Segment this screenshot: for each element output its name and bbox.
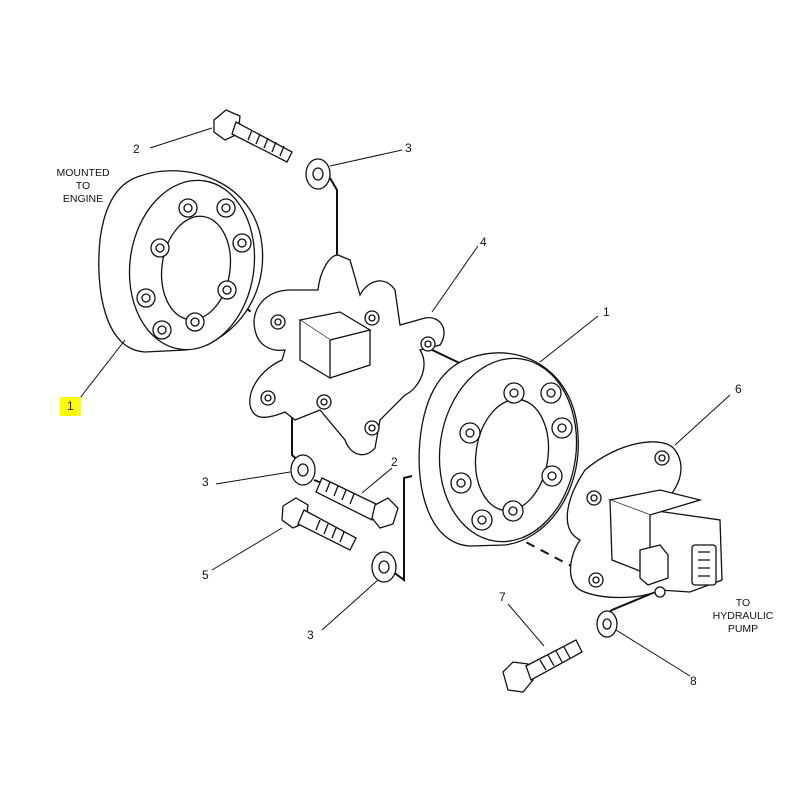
callout-8: 8	[690, 674, 697, 688]
bolt-left-lower	[281, 497, 357, 551]
note-engine-line-3: ENGINE	[62, 193, 104, 205]
callout-4: 4	[480, 235, 487, 249]
coupling-disc-engine	[98, 170, 264, 353]
note-pump-line-1: TO	[735, 597, 751, 609]
leader-lines	[79, 127, 731, 677]
washer-pump	[596, 610, 618, 638]
note-to-hydraulic-pump: TO HYDRAULIC PUMP	[706, 597, 780, 636]
washer-middle	[290, 454, 316, 486]
callout-2-middle: 2	[391, 455, 398, 469]
callout-2-top: 2	[133, 142, 140, 156]
bolt-pump	[502, 639, 583, 693]
callout-3-bottom: 3	[307, 628, 314, 642]
callout-6: 6	[735, 382, 742, 396]
note-mounted-to-engine: MOUNTED TO ENGINE	[52, 167, 114, 206]
note-engine-line-1: MOUNTED	[56, 167, 110, 179]
note-pump-line-3: PUMP	[727, 623, 759, 635]
callout-3-middle: 3	[202, 475, 209, 489]
bolt-middle	[315, 477, 399, 529]
callout-3-top: 3	[405, 141, 412, 155]
washer-bottom	[371, 551, 397, 583]
callout-1-left-highlighted: 1	[60, 397, 81, 416]
callout-7: 7	[499, 590, 506, 604]
bolt-top	[213, 109, 293, 163]
note-pump-line-2: HYDRAULIC	[712, 610, 774, 622]
coupling-disc-pump	[418, 352, 579, 547]
callout-1-right: 1	[603, 305, 610, 319]
washer-top	[305, 158, 331, 190]
pump-hub	[566, 441, 723, 599]
callout-5: 5	[202, 568, 209, 582]
spider-hub	[249, 254, 445, 456]
note-engine-line-2: TO	[75, 180, 91, 192]
